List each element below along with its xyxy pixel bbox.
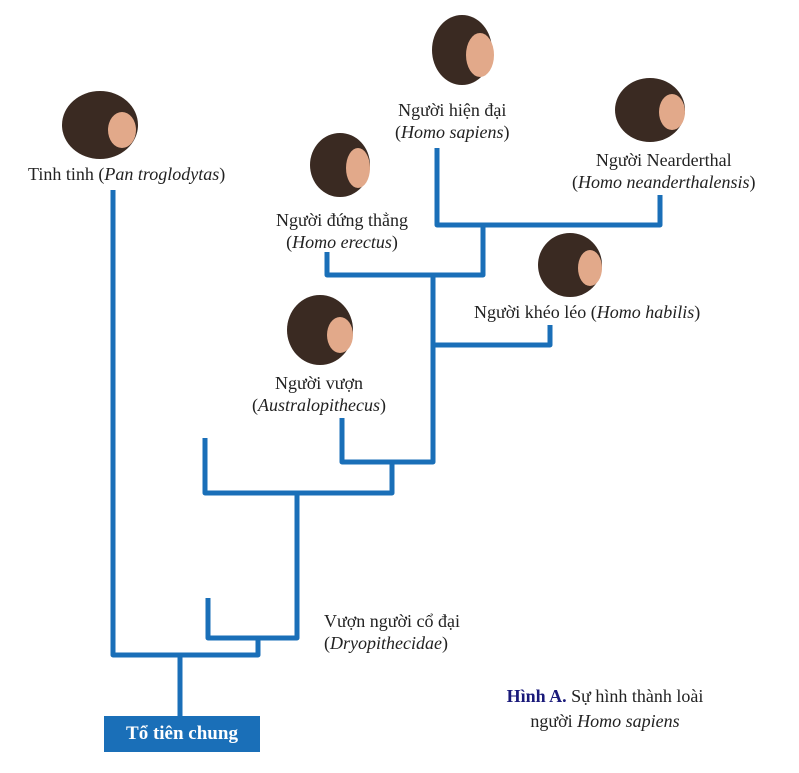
label-erectus: Người đứng thẳng(Homo erectus) [276,210,409,252]
branch-dryo [205,493,300,641]
branch-habilis [433,325,553,348]
label-neanderthal: Người Nearderthal(Homo neanderthalensis) [572,150,756,192]
branch-erectus [324,225,486,278]
label-habilis: Người khéo léo (Homo habilis) [474,302,701,322]
figure-caption: Hình A. Sự hình thành loài người Homo sa… [506,686,704,731]
branch-sapiens [434,148,663,228]
branch-australo [339,275,436,465]
label-australo: Người vượn(Australopithecus) [252,373,386,415]
root-common-ancestor: Tổ tiên chung [104,716,260,752]
branch-australo-split [202,438,395,496]
label-chimp: Tinh tinh (Pan troglodytas) [28,164,226,184]
branch-chimp [110,190,261,658]
label-sapiens: Người hiện đại(Homo sapiens) [395,100,510,142]
label-dryo: Vượn người cổ đại(Dryopithecidae) [324,611,461,653]
